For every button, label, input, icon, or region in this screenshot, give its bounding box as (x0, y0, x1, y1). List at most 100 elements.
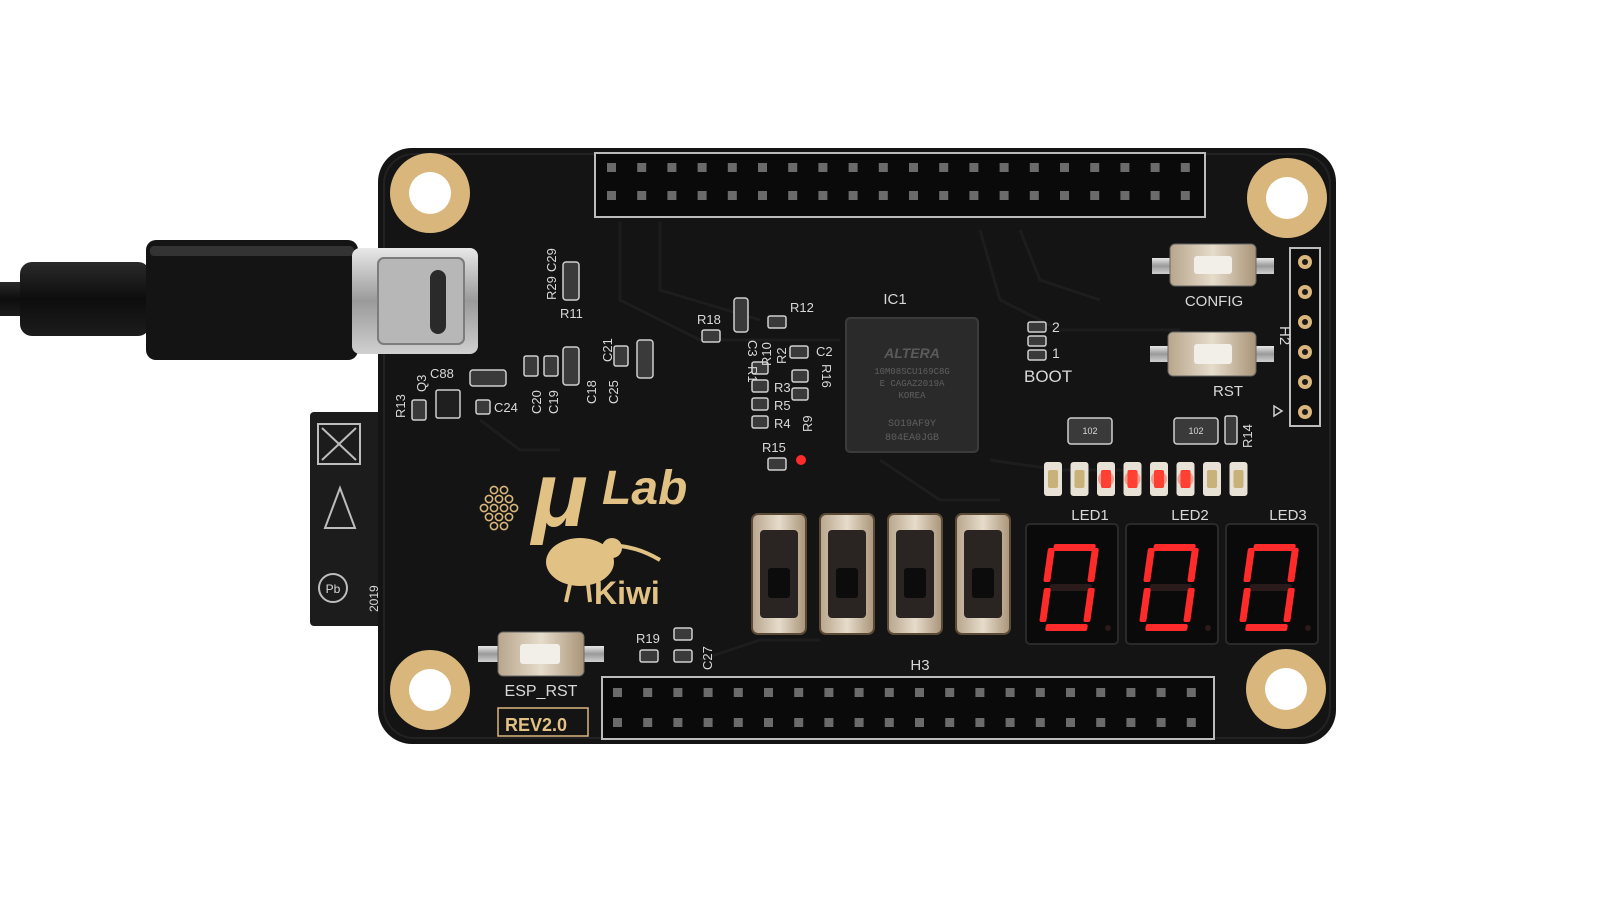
header-pin (788, 163, 798, 172)
header-pin (824, 718, 834, 727)
led-lens (1101, 470, 1111, 488)
h2-label: H2 (1276, 326, 1293, 345)
header-pin (758, 163, 767, 172)
header-pin (824, 688, 834, 697)
header-pin (1066, 718, 1075, 727)
header-pin (1066, 688, 1075, 697)
header-pin (1060, 191, 1069, 200)
header-pin (1005, 718, 1015, 727)
seven-seg-segment (1283, 588, 1295, 622)
led-row (1044, 462, 1248, 496)
label-c19: C19 (546, 390, 561, 414)
label-r1: R1 (745, 366, 760, 383)
label-q3: Q3 (414, 375, 429, 392)
header-pin (637, 191, 647, 200)
header-pin-hole (1302, 379, 1308, 385)
fpga-chip: IC1 ALTERA 10M08SCU169C8G E CAGAZ2019A K… (845, 291, 979, 453)
seven-seg-segment (1249, 584, 1292, 591)
chip-line-5: 804EA0JGB (885, 433, 939, 444)
chip-line-1: 10M08SCU169C8G (874, 367, 950, 377)
brand-dot (494, 512, 504, 522)
header-pin (1120, 191, 1130, 200)
component-labels: R13 Q3 C88 C24 C20 C19 C18 C25 C21 R11 R… (393, 248, 1255, 670)
seven-seg-segment (1187, 548, 1199, 582)
seven-seg-segment (1049, 584, 1092, 591)
slide-switches (751, 513, 1011, 635)
seven-seg-segment (1153, 544, 1196, 551)
seven-seg-dp (1205, 625, 1211, 631)
kiwi-bird-logo (546, 538, 662, 603)
header-pin-hole (1302, 319, 1308, 325)
label-c27: C27 (700, 646, 715, 670)
header-pin (884, 688, 894, 697)
label-c24: C24 (494, 400, 518, 415)
seven-seg-dp (1305, 625, 1311, 631)
seven-seg-segment (1045, 624, 1088, 631)
config-button (1152, 243, 1274, 287)
label-r2: R2 (774, 347, 789, 364)
seven-seg-segment (1243, 548, 1255, 582)
led-lens (1127, 470, 1138, 488)
chip-line-4: SO19AF9Y (888, 419, 936, 430)
led-glow (1151, 471, 1167, 487)
header-pin (673, 718, 683, 727)
smd-parts (411, 261, 1238, 663)
label-r19: R19 (636, 631, 660, 646)
label-r29: R29 (544, 276, 559, 300)
label-c88: C88 (430, 366, 454, 381)
switch-knob (904, 568, 926, 598)
boot-pin1-label: 1 (1052, 345, 1060, 361)
header-pin (975, 688, 985, 697)
header-pin (697, 191, 707, 200)
header-pin (909, 191, 918, 200)
seven-seg-segment (1039, 588, 1051, 622)
header-pin (1029, 163, 1039, 172)
brand-dot (504, 494, 514, 504)
switch-knob (836, 568, 858, 598)
mounting-holes (390, 153, 1327, 730)
label-r10: R10 (759, 342, 774, 366)
side-pin-header-h2 (1289, 247, 1321, 427)
header-pin (915, 688, 924, 697)
header-pin (915, 718, 924, 727)
header-pin-hole (1302, 289, 1308, 295)
header-pin (854, 718, 864, 727)
led-glow (1098, 471, 1114, 487)
h3-label: H3 (910, 657, 929, 674)
header-pin (1186, 718, 1196, 727)
label-r14: R14 (1240, 424, 1255, 448)
header-pin (878, 163, 888, 172)
label-c20: C20 (529, 390, 544, 414)
header-pin (848, 191, 858, 200)
header-pin (727, 163, 737, 172)
header-pin-hole (1302, 259, 1308, 265)
label-r15: R15 (762, 440, 786, 455)
label-102b: 102 (1188, 426, 1203, 436)
header-pin (643, 688, 653, 697)
brand-lab: Lab (602, 462, 687, 515)
esp-rst-button (478, 631, 604, 677)
brand-mu: μ (529, 444, 587, 546)
header-pin (1060, 163, 1069, 172)
led3-label: LED3 (1269, 507, 1307, 524)
header-pin (1090, 163, 1100, 172)
brand-dot (489, 503, 499, 513)
header-pin (1156, 688, 1166, 697)
switch-knob (972, 568, 994, 598)
header-pin (1035, 718, 1045, 727)
header-pin (794, 688, 804, 697)
header-pin (1126, 718, 1136, 727)
boot-label: BOOT (1024, 367, 1072, 386)
seven-seg-segment (1245, 624, 1288, 631)
seven-seg-dp (1105, 625, 1111, 631)
header-pin (945, 688, 955, 697)
label-r3: R3 (774, 380, 791, 395)
header-pin (1156, 718, 1166, 727)
revision-label: REV2.0 (505, 715, 567, 735)
led-glow (1124, 471, 1141, 487)
brand-kiwi: Kiwi (594, 575, 660, 611)
header-pin (697, 163, 707, 172)
esp-rst-label: ESP_RST (505, 683, 578, 700)
header-pin (999, 191, 1009, 200)
header-pin (613, 718, 622, 727)
